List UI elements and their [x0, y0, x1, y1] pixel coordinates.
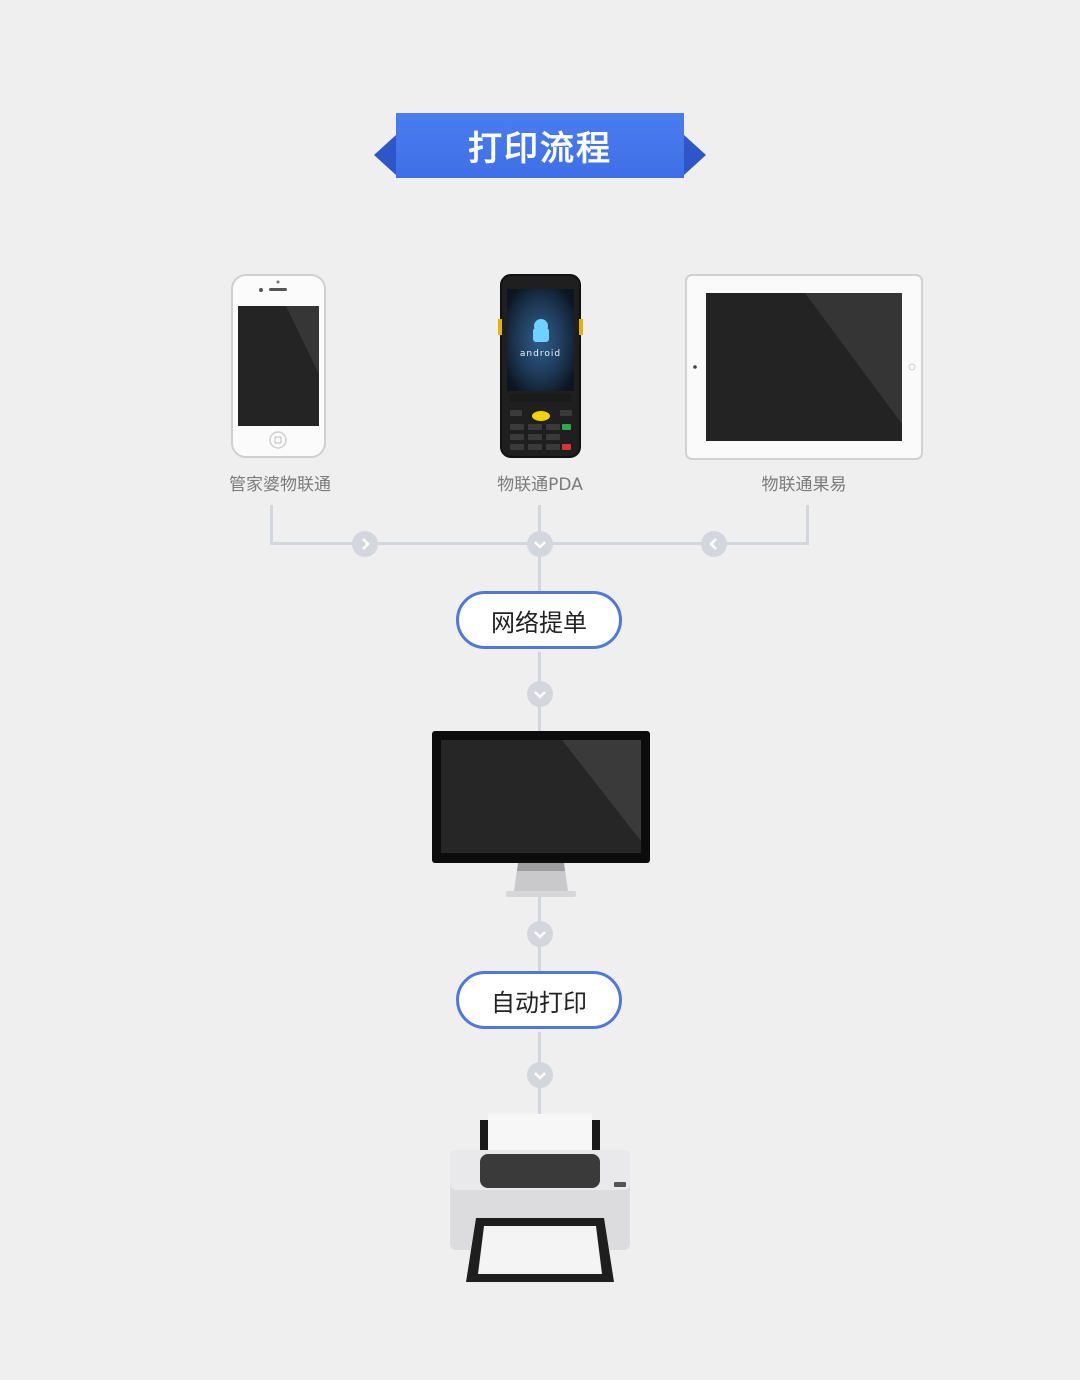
smartphone-icon	[231, 274, 326, 458]
step-auto-print: 自动打印	[456, 971, 622, 1029]
chevron-down-icon	[527, 1062, 553, 1088]
printer-icon	[448, 1114, 632, 1286]
tablet-icon	[685, 274, 923, 460]
device-label-pda: 物联通PDA	[497, 475, 583, 495]
chevron-left-icon	[701, 531, 727, 557]
banner-right-tip	[684, 135, 706, 175]
chevron-right-icon	[352, 531, 378, 557]
page-title: 打印流程	[396, 113, 684, 178]
chevron-down-icon	[527, 681, 553, 707]
pda-screen-text: android	[519, 349, 562, 359]
chevron-down-icon	[527, 531, 553, 557]
device-label-tablet: 物联通果易	[761, 475, 847, 495]
device-label-smartphone: 管家婆物联通	[229, 475, 331, 495]
connector-right-down	[806, 505, 809, 545]
monitor-icon	[432, 731, 650, 899]
banner-left-tip	[374, 135, 396, 175]
chevron-down-icon	[527, 921, 553, 947]
connector-left-down	[270, 505, 273, 545]
step-network-order: 网络提单	[456, 591, 622, 649]
android-pda-icon: android	[498, 274, 583, 458]
